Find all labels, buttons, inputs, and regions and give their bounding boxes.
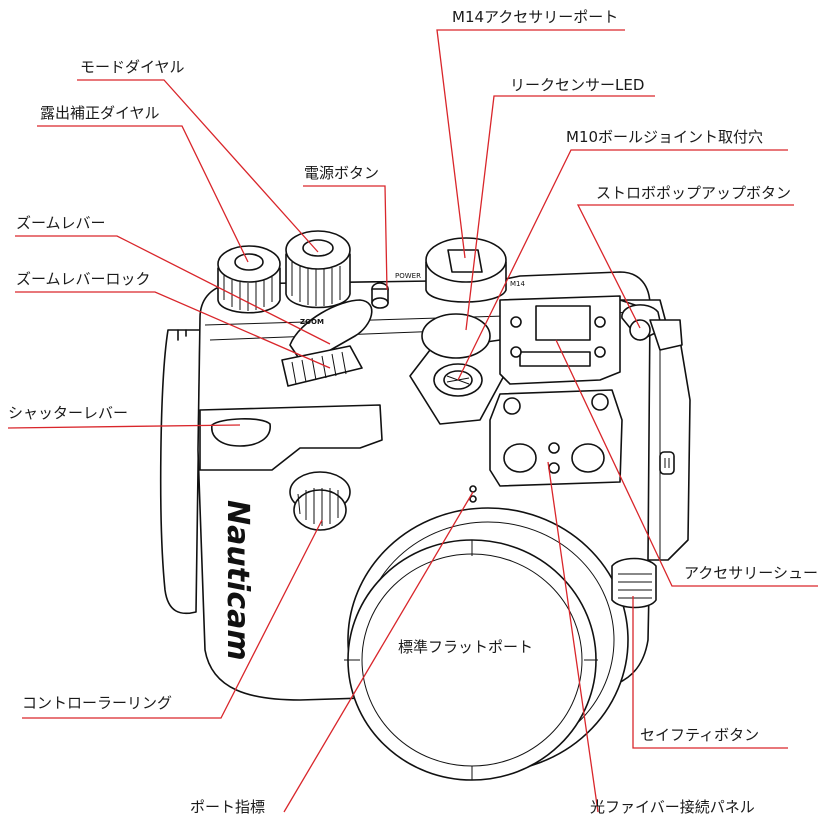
leader-strobe-popup	[576, 204, 794, 329]
hand-grip	[159, 329, 201, 615]
port-m14-mark: M14	[510, 280, 525, 288]
label-leak-led: リークセンサーLED	[510, 76, 644, 94]
leader-zoom-lever	[15, 235, 331, 345]
leader-zoom-lock	[15, 291, 331, 369]
label-exposure-dial: 露出補正ダイヤル	[40, 104, 160, 122]
accessory-shoe	[499, 295, 621, 385]
exposure-comp-dial	[217, 245, 281, 314]
leader-port-index	[283, 491, 474, 813]
label-shutter-lever: シャッターレバー	[8, 404, 128, 422]
leader-shutter-lever	[7, 424, 241, 429]
leader-leak-led	[465, 95, 655, 331]
controller-ring	[289, 471, 351, 531]
label-zoom-lock: ズームレバーロック	[16, 270, 151, 288]
label-strobe-popup: ストロボポップアップボタン	[596, 184, 791, 202]
leader-m10-mount	[457, 149, 788, 381]
label-m14-port: M14アクセサリーポート	[452, 8, 618, 26]
leader-power-button	[303, 185, 388, 291]
power-button: POWER	[371, 272, 421, 309]
label-m10-mount: M10ボールジョイント取付穴	[566, 128, 763, 146]
leader-mode-dial	[77, 79, 319, 253]
zoom-mark: ZOOM	[300, 318, 324, 326]
leader-m14-port	[436, 29, 625, 259]
leader-fiber-panel	[547, 461, 599, 813]
strobe-popup-button	[621, 304, 683, 351]
label-mode-dial: モードダイヤル	[80, 58, 185, 76]
leader-lines	[7, 29, 818, 813]
leader-safety-button	[632, 596, 788, 749]
power-mark: POWER	[395, 272, 421, 280]
m14-port: M14	[425, 237, 525, 303]
safety-button	[611, 557, 657, 609]
leader-accessory-shoe	[555, 339, 818, 587]
leader-control-ring	[22, 519, 323, 719]
label-control-ring: コントローラーリング	[22, 694, 172, 712]
leader-exposure-dial	[37, 125, 249, 263]
label-safety-button: セイフティボタン	[640, 726, 759, 744]
label-zoom-lever: ズームレバー	[16, 214, 106, 232]
label-flat-port: 標準フラットポート	[398, 638, 533, 656]
label-power-button: 電源ボタン	[304, 164, 379, 182]
label-port-index: ポート指標	[190, 798, 265, 816]
flat-port	[344, 507, 629, 781]
mode-dial	[285, 230, 351, 309]
brand-logo: Nauticam	[220, 500, 255, 661]
fiber-optic-panel	[489, 389, 623, 487]
label-accessory-shoe: アクセサリーシュー	[684, 564, 818, 582]
label-fiber-panel: 光ファイバー接続パネル	[590, 798, 755, 816]
housing-illustration: POWER ZOOM M14	[159, 230, 691, 781]
right-side-panel	[619, 299, 691, 561]
callout-labels: M14アクセサリーポート モードダイヤル リークセンサーLED 露出補正ダイヤル…	[8, 8, 818, 816]
